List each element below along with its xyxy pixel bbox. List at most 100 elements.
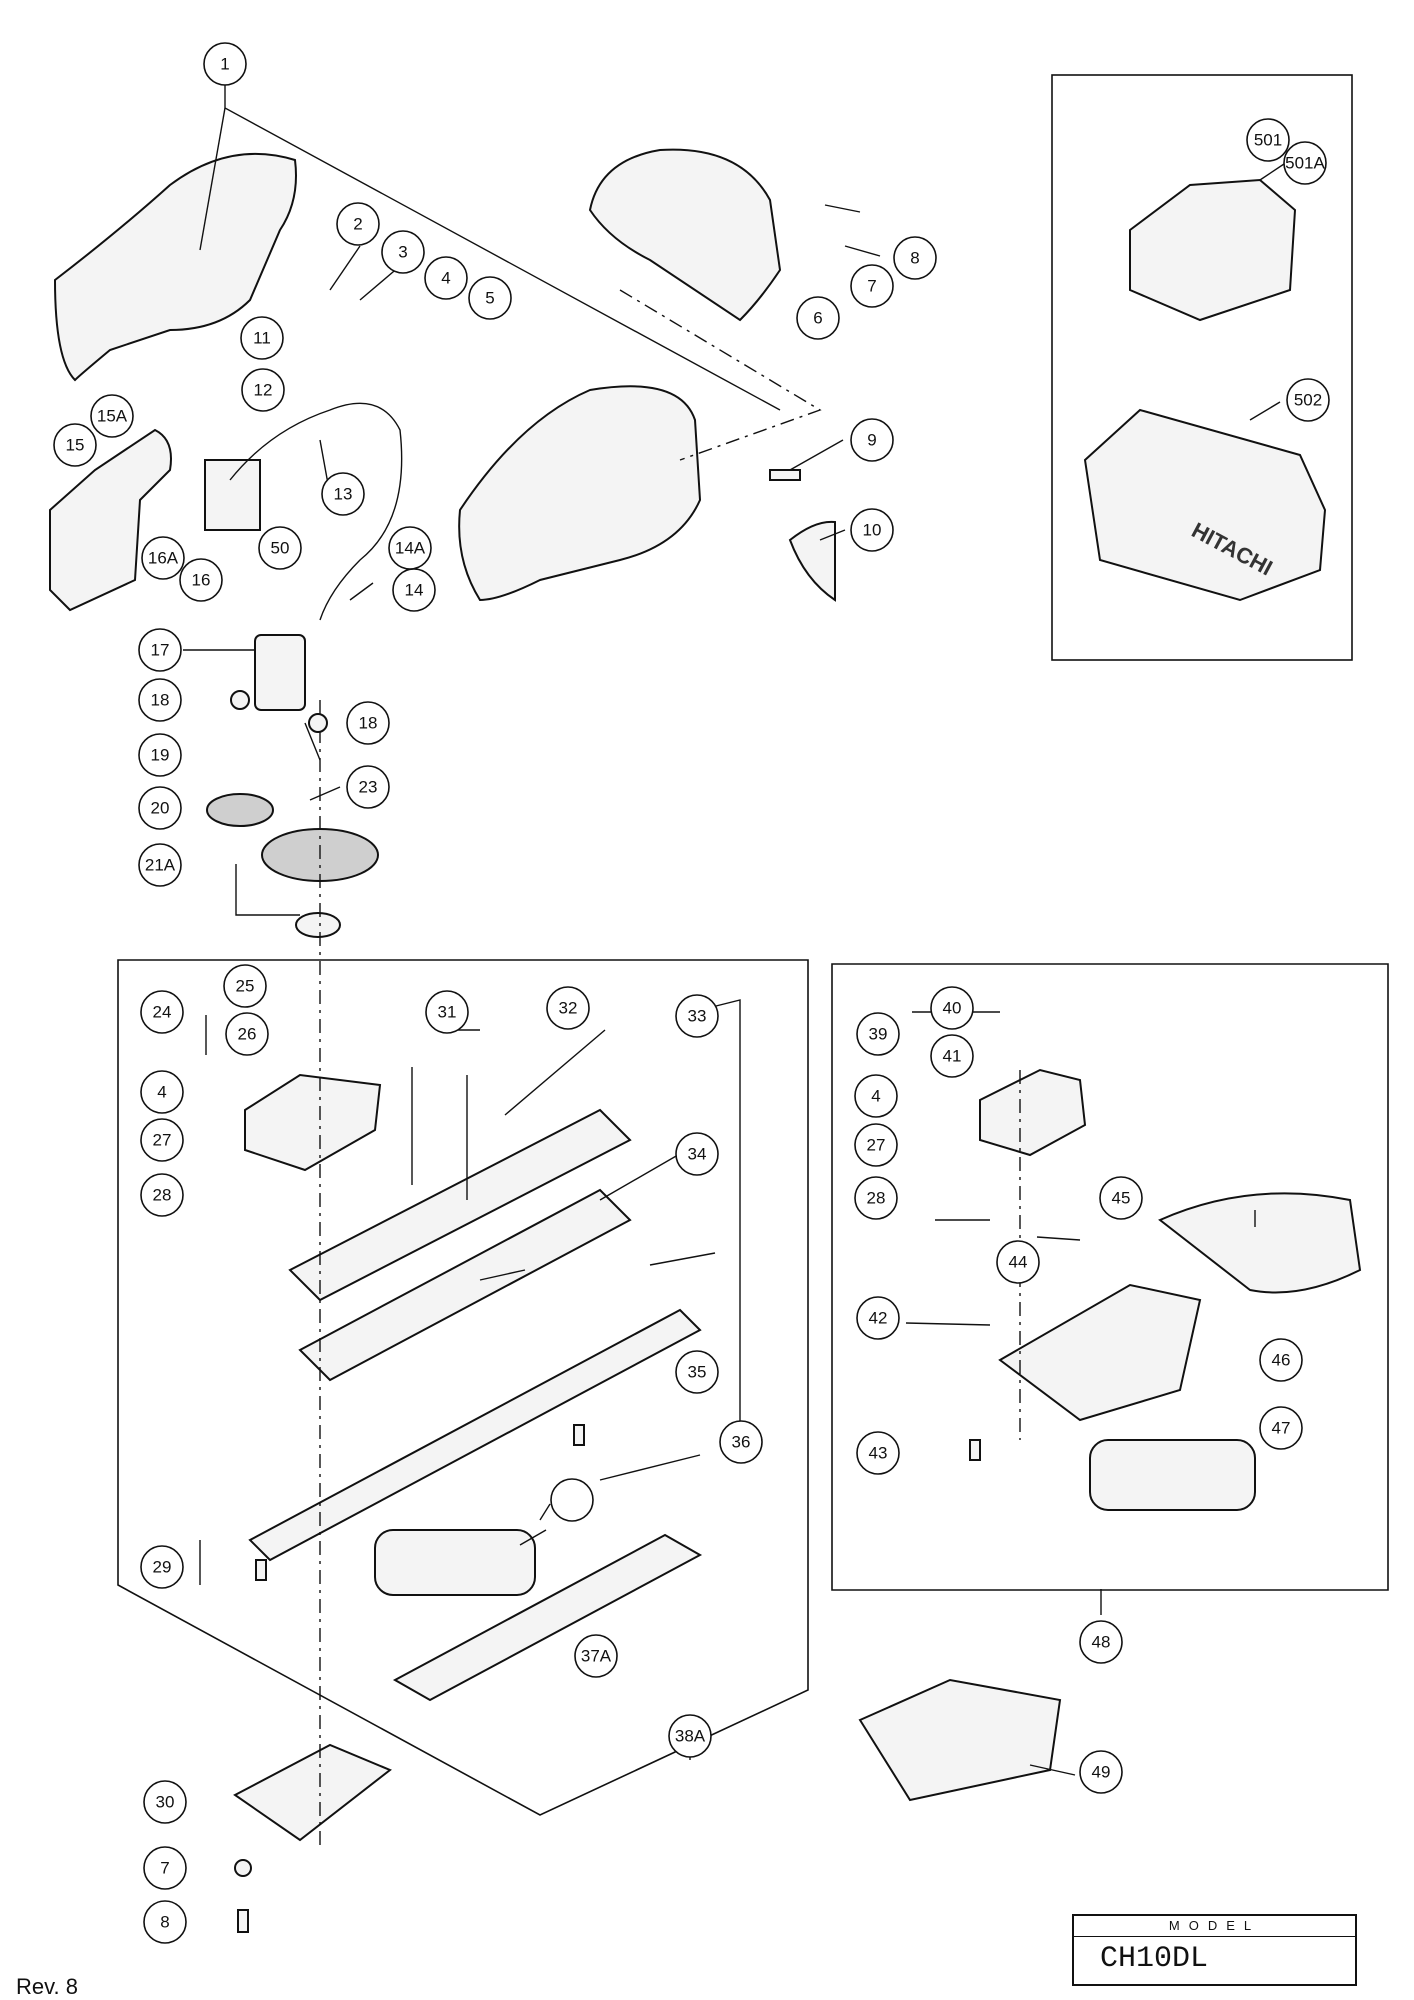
callout-49: 49 bbox=[1079, 1750, 1123, 1794]
svg-text:26: 26 bbox=[238, 1025, 257, 1044]
shear-sheath-part bbox=[1089, 1439, 1256, 1511]
callout-26: 26 bbox=[225, 1012, 269, 1056]
svg-text:34: 34 bbox=[688, 1145, 707, 1164]
callout-7b: 7 bbox=[143, 1846, 187, 1890]
callout-24: 24 bbox=[140, 990, 184, 1034]
blade-sheath-part bbox=[374, 1529, 536, 1596]
callout-48: 48 bbox=[1079, 1620, 1123, 1664]
pinion-gear-part bbox=[206, 793, 274, 827]
revision-label: Rev. 8 bbox=[16, 1974, 78, 1999]
svg-text:28: 28 bbox=[867, 1189, 886, 1208]
callout-11: 11 bbox=[240, 316, 284, 360]
callout-23: 23 bbox=[346, 765, 390, 809]
callout-502: 502 bbox=[1286, 378, 1330, 422]
callout-501A: 501A bbox=[1283, 141, 1327, 185]
svg-text:33: 33 bbox=[688, 1007, 707, 1026]
housing-right-part bbox=[458, 385, 702, 602]
callout-20: 20 bbox=[138, 786, 182, 830]
svg-text:47: 47 bbox=[1272, 1419, 1291, 1438]
holster-part bbox=[858, 1678, 1062, 1802]
model-title-block: MODEL CH10DL bbox=[1072, 1914, 1357, 1986]
callout-3: 3 bbox=[381, 230, 425, 274]
svg-text:49: 49 bbox=[1092, 1763, 1111, 1782]
svg-text:46: 46 bbox=[1272, 1351, 1291, 1370]
washer-part bbox=[234, 1859, 252, 1877]
svg-text:16A: 16A bbox=[148, 549, 179, 568]
callout-14A: 14A bbox=[388, 526, 432, 570]
callout-4b: 4 bbox=[140, 1070, 184, 1114]
callout-36: 36 bbox=[719, 1420, 763, 1464]
svg-text:8: 8 bbox=[160, 1913, 169, 1932]
callout-50: 50 bbox=[258, 526, 302, 570]
shear-guard-part bbox=[1158, 1192, 1362, 1294]
shear-assembly-panel bbox=[831, 963, 1389, 1591]
svg-text:18: 18 bbox=[359, 714, 378, 733]
carrying-case-part bbox=[1083, 408, 1327, 602]
svg-text:11: 11 bbox=[253, 329, 271, 348]
wiring-harness bbox=[229, 402, 403, 621]
svg-text:14: 14 bbox=[405, 581, 424, 600]
callout-47: 47 bbox=[1259, 1406, 1303, 1450]
svg-text:17: 17 bbox=[151, 641, 170, 660]
svg-text:25: 25 bbox=[236, 977, 255, 996]
callout-19: 19 bbox=[138, 733, 182, 777]
washer-part bbox=[230, 690, 250, 710]
callout-39: 39 bbox=[856, 1012, 900, 1056]
svg-text:502: 502 bbox=[1294, 391, 1322, 410]
callout-45: 45 bbox=[1099, 1176, 1143, 1220]
callout-18b: 18 bbox=[346, 701, 390, 745]
svg-text:38A: 38A bbox=[675, 1727, 706, 1746]
svg-text:4: 4 bbox=[441, 269, 450, 288]
callout-41: 41 bbox=[930, 1034, 974, 1078]
callout-25: 25 bbox=[223, 964, 267, 1008]
callout-5: 5 bbox=[468, 276, 512, 320]
callout-37A: 37A bbox=[574, 1634, 618, 1678]
svg-text:44: 44 bbox=[1009, 1253, 1028, 1272]
svg-text:1: 1 bbox=[220, 55, 229, 74]
svg-text:50: 50 bbox=[271, 539, 290, 558]
switch-part bbox=[204, 459, 261, 531]
svg-text:5: 5 bbox=[485, 289, 494, 308]
svg-text:41: 41 bbox=[943, 1047, 962, 1066]
svg-text:40: 40 bbox=[943, 999, 962, 1018]
svg-text:42: 42 bbox=[869, 1309, 888, 1328]
callout-16: 16 bbox=[179, 558, 223, 602]
svg-text:19: 19 bbox=[151, 746, 170, 765]
callout-27b: 27 bbox=[854, 1123, 898, 1167]
svg-text:29: 29 bbox=[153, 1558, 172, 1577]
svg-text:27: 27 bbox=[867, 1136, 886, 1155]
callout-7: 7 bbox=[850, 264, 894, 308]
callout-9: 9 bbox=[850, 418, 894, 462]
callout-29: 29 bbox=[140, 1545, 184, 1589]
svg-text:39: 39 bbox=[869, 1025, 888, 1044]
svg-text:13: 13 bbox=[334, 485, 353, 504]
svg-text:501A: 501A bbox=[1285, 154, 1325, 173]
svg-text:21A: 21A bbox=[145, 856, 176, 875]
callout-43: 43 bbox=[856, 1431, 900, 1475]
callout-46: 46 bbox=[1259, 1338, 1303, 1382]
svg-text:32: 32 bbox=[559, 999, 578, 1018]
model-label: MODEL bbox=[1074, 1916, 1355, 1937]
washer-part bbox=[308, 713, 328, 733]
callout-27: 27 bbox=[140, 1118, 184, 1162]
svg-text:37A: 37A bbox=[581, 1647, 612, 1666]
callout-8b: 8 bbox=[143, 1900, 187, 1944]
callout-12: 12 bbox=[241, 368, 285, 412]
callout-44: 44 bbox=[996, 1240, 1040, 1284]
callout-42: 42 bbox=[856, 1296, 900, 1340]
callout-18a: 18 bbox=[138, 678, 182, 722]
callout-40: 40 bbox=[930, 986, 974, 1030]
blade-cover-part bbox=[392, 1533, 703, 1702]
screw-part bbox=[237, 1909, 249, 1933]
shear-cover-part bbox=[979, 1068, 1087, 1157]
callout-38A: 38A bbox=[668, 1714, 712, 1758]
callout-8: 8 bbox=[893, 236, 937, 280]
callout-28: 28 bbox=[140, 1173, 184, 1217]
blade-guide-part bbox=[248, 1308, 702, 1562]
svg-text:15: 15 bbox=[66, 436, 85, 455]
callout-2: 2 bbox=[336, 202, 380, 246]
svg-text:16: 16 bbox=[192, 571, 211, 590]
svg-text:2: 2 bbox=[353, 215, 362, 234]
svg-text:9: 9 bbox=[867, 431, 876, 450]
